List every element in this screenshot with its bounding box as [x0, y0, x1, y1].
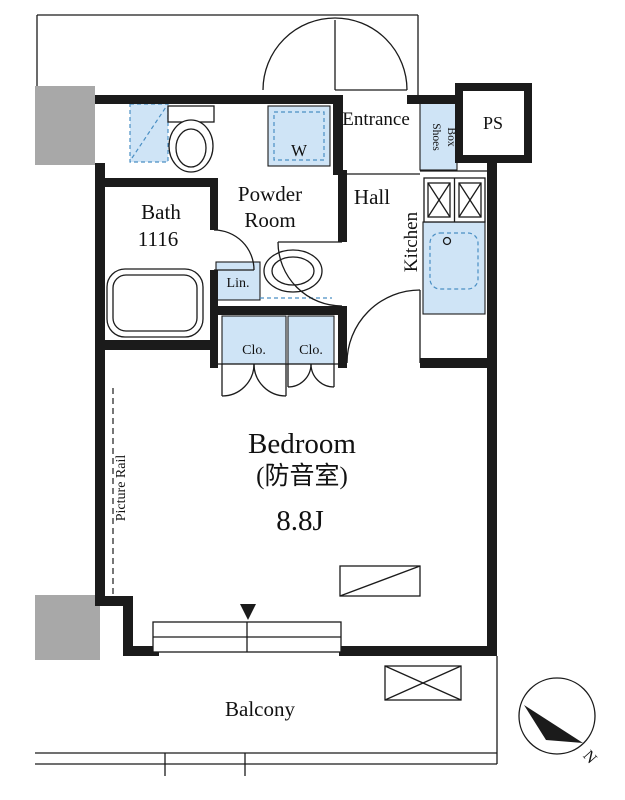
entrance-door-arc	[262, 17, 408, 91]
balcony-edges	[35, 656, 498, 776]
kitchen-counter	[422, 221, 486, 315]
powder-room-door-arc	[277, 241, 343, 307]
linen-cabinet	[215, 261, 261, 301]
closet-2-doors	[287, 363, 335, 388]
pillar-bottom-left	[35, 595, 100, 660]
north-label: N	[579, 747, 600, 767]
entrance-label: Entrance	[342, 109, 410, 130]
ps-label: PS	[483, 113, 503, 133]
powder-room-sink	[260, 249, 332, 299]
washing-machine-pan	[267, 105, 331, 167]
bedroom-door-arc	[346, 289, 421, 364]
building-outline	[36, 14, 419, 95]
bathtub	[106, 268, 204, 338]
picture-rail-label: Picture Rail	[114, 455, 129, 522]
closet-1	[221, 315, 287, 365]
closet-2	[287, 315, 335, 365]
bedroom-label: Bedroom	[248, 428, 356, 460]
bedroom-size-label: 8.8J	[276, 505, 324, 537]
walls	[95, 95, 497, 656]
interior-lines	[218, 89, 487, 365]
closet-2-label: Clo.	[299, 343, 323, 358]
bedroom-counter	[339, 565, 421, 597]
closet-1-label: Clo.	[242, 343, 266, 358]
toilet-side-cabinet	[129, 103, 169, 163]
washer-label: W	[291, 141, 308, 160]
window-sliding	[152, 621, 342, 653]
ps-shaft-walls	[455, 83, 532, 163]
toilet	[167, 105, 215, 173]
balcony-label: Balcony	[225, 697, 295, 721]
hall-label: Hall	[354, 185, 390, 209]
kitchen-faucet	[442, 236, 452, 246]
powder-room-label-line2: Room	[244, 208, 295, 232]
compass-circle	[518, 677, 596, 755]
stove	[423, 177, 486, 223]
shoes-box-label-line2: Box	[445, 127, 457, 146]
bath-size-label: 1116	[138, 227, 178, 251]
powder-room-label-line1: Powder	[238, 182, 302, 206]
bath-label: Bath	[141, 200, 181, 224]
linen-label: Lin.	[227, 276, 250, 291]
kitchen-label: Kitchen	[401, 211, 422, 272]
shoes-box-label-line1: Shoes	[430, 123, 442, 151]
window-marker	[240, 604, 256, 620]
north-compass: N	[518, 677, 600, 768]
balcony-ac-unit	[384, 665, 462, 701]
closet-1-doors	[221, 363, 287, 397]
bedroom-note-label: (防音室)	[256, 462, 348, 490]
north-arrow-icon	[524, 705, 583, 743]
bath-door-arc	[213, 229, 255, 271]
pillar-top-left	[35, 86, 95, 165]
